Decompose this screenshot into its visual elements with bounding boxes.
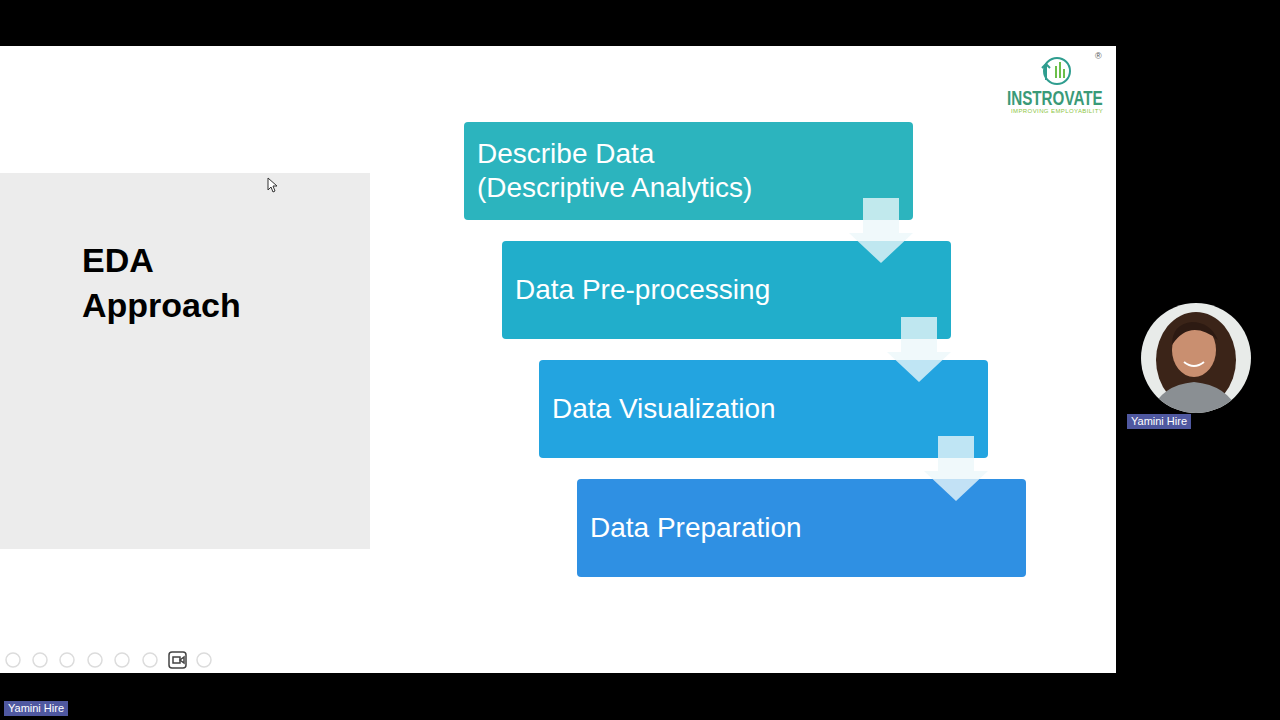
logo-tagline: IMPROVING EMPLOYABILITY bbox=[1011, 108, 1103, 114]
slide bbox=[0, 46, 1116, 673]
participant-name: Yamini Hire bbox=[1127, 414, 1191, 429]
box-label: Data Visualization bbox=[552, 392, 852, 426]
box-label: Data Preparation bbox=[590, 511, 890, 545]
registered-mark: ® bbox=[1095, 51, 1102, 61]
participant-name: Yamini Hire bbox=[4, 701, 68, 716]
webcam-avatar bbox=[1140, 302, 1252, 414]
title-panel bbox=[0, 173, 370, 549]
box-label: Data Pre-processing bbox=[515, 273, 815, 307]
box-label: Describe Data (Descriptive Analytics) bbox=[477, 137, 777, 205]
logo-text: INSTROVATE bbox=[1007, 87, 1103, 110]
process-box: Describe Data (Descriptive Analytics) bbox=[464, 122, 913, 220]
slideshow-toolbar bbox=[6, 652, 211, 668]
process-box: Data Preparation bbox=[577, 479, 1026, 577]
flow-arrow bbox=[887, 317, 951, 382]
flow-arrow bbox=[924, 436, 988, 501]
process-box: Data Visualization bbox=[539, 360, 988, 458]
flow-arrow bbox=[849, 198, 913, 263]
process-box: Data Pre-processing bbox=[502, 241, 951, 339]
slide-title: EDA Approach bbox=[82, 238, 282, 328]
mouse-cursor bbox=[268, 178, 277, 192]
logo-icon bbox=[1042, 58, 1070, 84]
